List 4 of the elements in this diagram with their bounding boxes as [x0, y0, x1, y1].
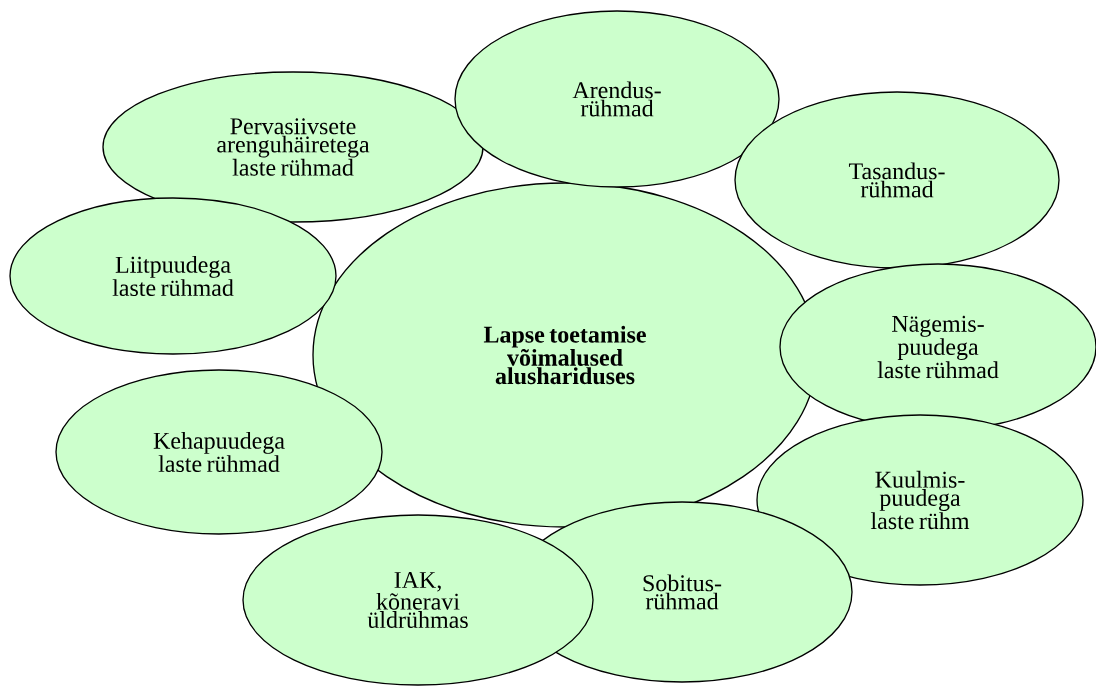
node-label: IAK, kõneravi üldrühmas — [367, 572, 468, 628]
node-label: Kuulmis-puudega laste rühm — [870, 470, 970, 530]
node-label: Nägemis-puudega laste rühmad — [877, 315, 999, 379]
node-label: Sobitus-rühmad — [643, 574, 722, 610]
